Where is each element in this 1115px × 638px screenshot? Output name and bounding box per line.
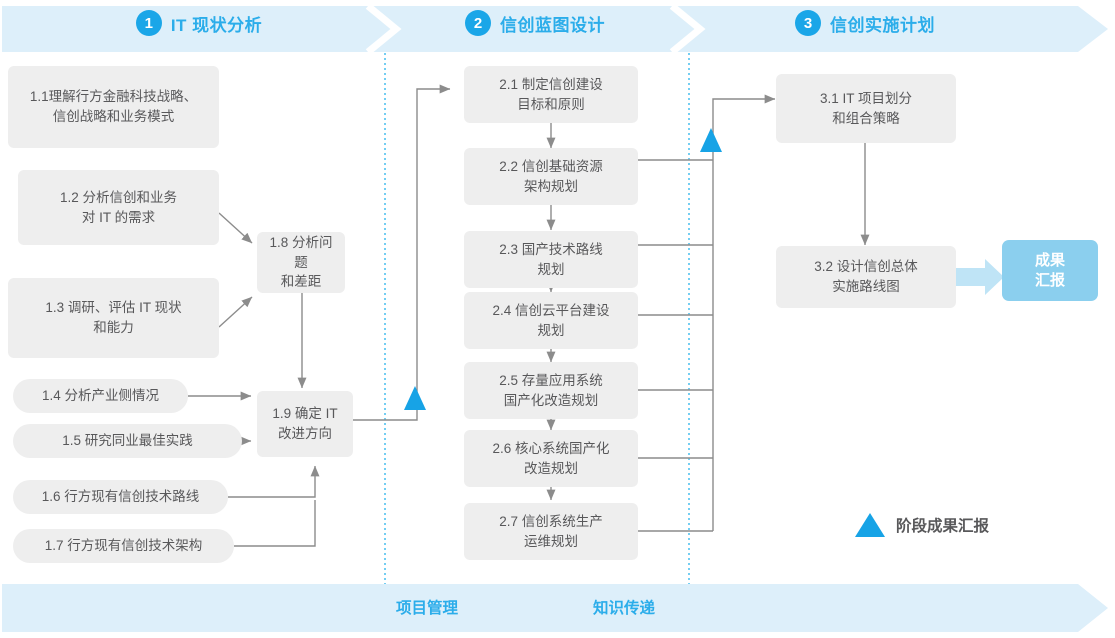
phase-band-shape (2, 6, 1108, 52)
phase-title-3: 信创实施计划 (830, 15, 935, 35)
process-box-1-2-text: 1.2 分析信创和业务 对 IT 的需求 (59, 189, 178, 225)
edge-1-3-to-1-8 (218, 296, 253, 328)
process-box-1-9[interactable]: 1.9 确定 IT 改进方向 (257, 391, 353, 457)
legend-label: 阶段成果汇报 (896, 518, 990, 535)
process-box-1-1[interactable]: 1.1理解行方金融科技战略、 信创战略和业务模式 (8, 66, 219, 148)
process-box-2-6-text: 2.6 核心系统国产化 改造规划 (492, 440, 610, 476)
process-box-1-4-text: 1.4 分析产业侧情况 (41, 388, 160, 404)
process-box-2-3[interactable]: 2.3 国产技术路线 规划 (464, 231, 638, 288)
edge-1-7-to-bus (234, 500, 316, 547)
deliverable-label: 成果 汇报 (1034, 252, 1065, 289)
process-box-1-4[interactable]: 1.4 分析产业侧情况 (13, 379, 188, 413)
phase-number-3: 3 (795, 10, 821, 36)
phase-number-1: 1 (135, 10, 162, 36)
legend-milestone: 阶段成果汇报 (855, 513, 989, 537)
process-box-3-1[interactable]: 3.1 IT 项目划分 和组合策略 (776, 74, 956, 143)
bottom-band-item-knowledge-transfer[interactable]: 知识传递 (593, 600, 656, 617)
process-box-2-6[interactable]: 2.6 核心系统国产化 改造规划 (464, 430, 638, 487)
process-box-3-2[interactable]: 3.2 设计信创总体 实施路线图 (776, 246, 956, 308)
phase-separator-1 (365, 3, 402, 55)
deliverable-box[interactable]: 成果 汇报 (1002, 240, 1098, 301)
edge-1-2-to-1-8 (218, 212, 253, 244)
process-box-1-7[interactable]: 1.7 行方现有信创技术架构 (13, 529, 234, 563)
process-box-2-4-text: 2.4 信创云平台建设 规划 (492, 302, 610, 338)
process-box-2-2[interactable]: 2.2 信创基础资源 架构规划 (464, 148, 638, 205)
milestone-triangle-phase2 (700, 128, 722, 152)
process-box-1-1-text: 1.1理解行方金融科技战略、 信创战略和业务模式 (29, 89, 198, 124)
process-box-1-7-text: 1.7 行方现有信创技术架构 (44, 538, 203, 554)
process-box-1-8-text: 1.8 分析问题 和差距 (269, 235, 333, 290)
process-box-1-6[interactable]: 1.6 行方现有信创技术路线 (13, 480, 228, 514)
process-box-2-3-text: 2.3 国产技术路线 规划 (499, 241, 603, 277)
edge-1-9-to-2-1 (353, 84, 451, 421)
milestone-triangle-phase1 (404, 386, 426, 410)
process-box-1-9-text: 1.9 确定 IT 改进方向 (272, 406, 338, 441)
phase-header-2[interactable]: 2 信创蓝图设计 (430, 6, 640, 40)
phase-separator-2 (669, 3, 706, 55)
process-box-2-5-text: 2.5 存量应用系统 国产化改造规划 (499, 372, 603, 408)
edge-bus-to-3-1 (712, 94, 776, 531)
process-box-2-1-text: 2.1 制定信创建设 目标和原则 (499, 76, 603, 112)
process-box-1-3-text: 1.3 调研、评估 IT 现状 和能力 (45, 300, 182, 335)
process-box-1-5-text: 1.5 研究同业最佳实践 (62, 433, 193, 449)
process-box-2-5[interactable]: 2.5 存量应用系统 国产化改造规划 (464, 362, 638, 419)
process-box-1-8[interactable]: 1.8 分析问题 和差距 (257, 232, 345, 293)
process-box-1-2[interactable]: 1.2 分析信创和业务 对 IT 的需求 (18, 170, 219, 245)
process-box-2-2-text: 2.2 信创基础资源 架构规划 (499, 158, 603, 194)
edge-1-6-to-1-9 (228, 465, 320, 498)
process-box-1-5[interactable]: 1.5 研究同业最佳实践 (13, 424, 242, 458)
phase-header-3[interactable]: 3 信创实施计划 (760, 6, 970, 40)
phase-title-1: IT 现状分析 (170, 15, 263, 35)
process-box-2-1[interactable]: 2.1 制定信创建设 目标和原则 (464, 66, 638, 123)
triangle-up-icon (855, 513, 885, 537)
phase-header-1[interactable]: 1 IT 现状分析 (104, 6, 294, 40)
process-box-1-3[interactable]: 1.3 调研、评估 IT 现状 和能力 (8, 278, 219, 358)
deliverable-arrow-icon (955, 259, 1004, 295)
process-box-2-7[interactable]: 2.7 信创系统生产 运维规划 (464, 503, 638, 560)
process-box-3-2-text: 3.2 设计信创总体 实施路线图 (814, 259, 918, 294)
process-box-1-6-text: 1.6 行方现有信创技术路线 (41, 489, 200, 505)
process-box-2-4[interactable]: 2.4 信创云平台建设 规划 (464, 292, 638, 349)
process-box-3-1-text: 3.1 IT 项目划分 和组合策略 (819, 90, 913, 126)
bottom-band-shape (2, 584, 1108, 632)
phase-number-2: 2 (465, 10, 491, 36)
process-box-2-7-text: 2.7 信创系统生产 运维规划 (499, 513, 603, 549)
bottom-band-item-project-management[interactable]: 项目管理 (396, 600, 459, 617)
phase-title-2: 信创蓝图设计 (500, 15, 605, 35)
